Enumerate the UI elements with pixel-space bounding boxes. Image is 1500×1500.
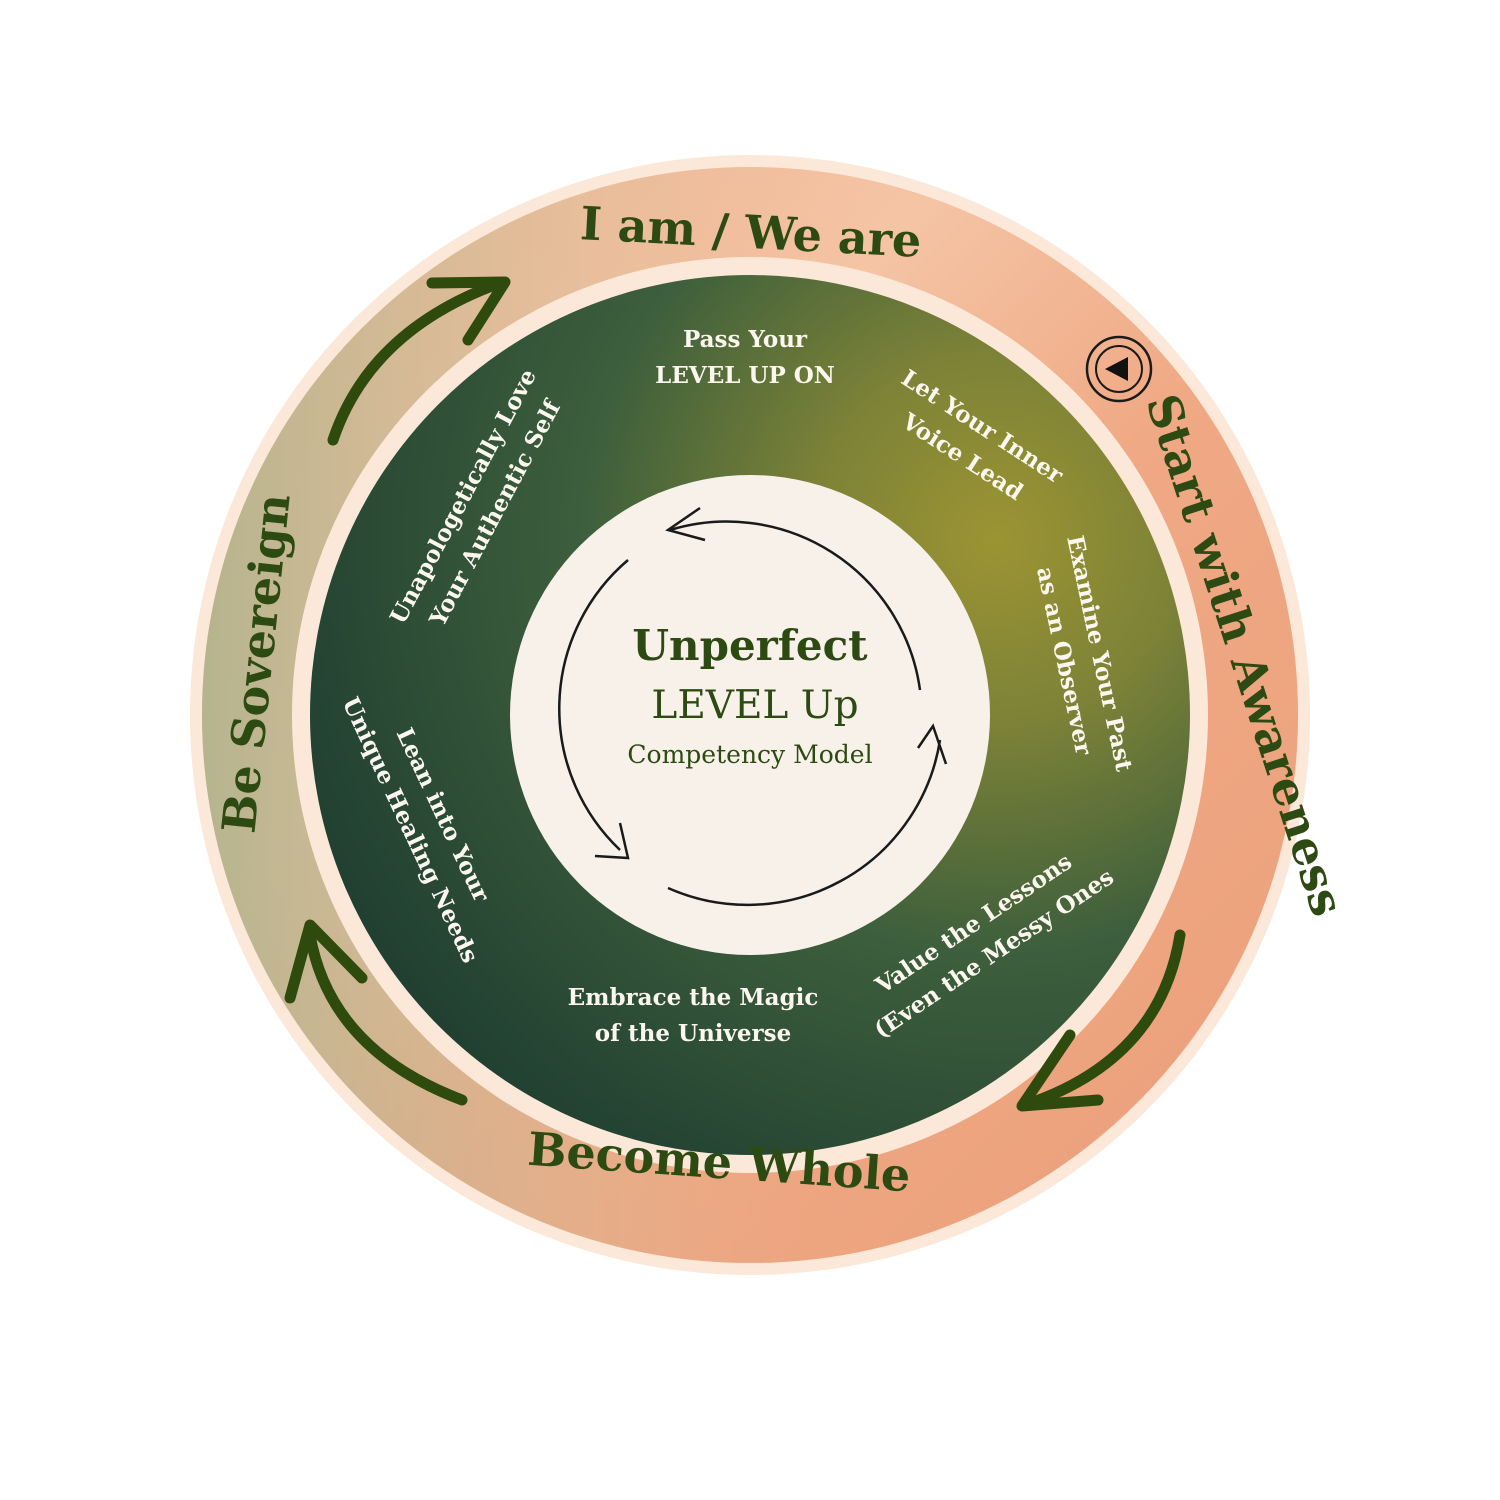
cycle-arrow-right-head	[916, 723, 948, 765]
cycle-arrow-top	[669, 520, 922, 691]
competency-line: Pass Your	[683, 326, 808, 353]
center-subtitle: LEVEL Up	[651, 683, 858, 728]
competency-embrace-the-magic: Embrace the Magic of the Universe	[568, 984, 819, 1047]
curved-arrow-bottom-right-head	[1016, 1029, 1104, 1112]
play-button-triangle	[1105, 357, 1128, 381]
center-title: Unperfect	[632, 621, 868, 670]
center-caption: Competency Model	[627, 740, 872, 769]
curved-arrow-bottom-left-head	[284, 919, 368, 1004]
competency-pass-your-level-up-on: Pass Your LEVEL UP ON	[655, 326, 835, 389]
competency-line: Embrace the Magic	[568, 984, 819, 1011]
curved-arrow-top-left	[327, 277, 506, 446]
cycle-arrow-right	[667, 739, 942, 907]
play-button-inner	[1095, 345, 1143, 393]
curved-arrow-icon	[284, 276, 1186, 1112]
center-disc	[510, 475, 990, 955]
cycle-arrow-left-head	[594, 822, 630, 860]
play-button-outer	[1085, 335, 1153, 403]
curved-arrow-bottom-left	[304, 929, 468, 1106]
competency-line: of the Universe	[595, 1020, 791, 1047]
cycle-arrows-icon	[558, 506, 948, 907]
cycle-arrow-left	[558, 559, 629, 851]
cycle-arrow-top-head	[665, 506, 706, 542]
competency-line: LEVEL UP ON	[655, 362, 835, 389]
curved-arrow-bottom-right	[1019, 929, 1186, 1111]
play-button-icon[interactable]	[1085, 335, 1153, 403]
curved-arrow-top-left-head	[426, 276, 511, 346]
